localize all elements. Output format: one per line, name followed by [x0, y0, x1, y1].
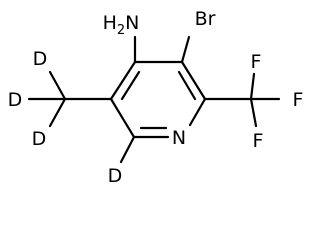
bond-c4-c5-outer [109, 60, 137, 101]
methyl-deuterium-bottom-label: D [32, 128, 47, 150]
amine-n-label: N [125, 12, 139, 34]
bond-cf3-f-top [249, 72, 256, 101]
bond-c4-c5-inner [120, 70, 141, 101]
bond-c3-br [180, 35, 191, 64]
bond-n-c2 [188, 97, 207, 127]
substituent-bonds [27, 35, 281, 164]
amine-subscript: 2 [117, 23, 125, 38]
amine-h-label: H [103, 12, 117, 34]
ring-deuterium-label: D [108, 165, 123, 187]
methyl-deuterium-left-label: D [8, 89, 23, 111]
amine-label: H2N [103, 12, 140, 38]
pyridine-ring [109, 60, 207, 139]
fluorine-right-label: F [293, 89, 304, 111]
ring-nitrogen-label: N [172, 127, 186, 149]
fluorine-top-label: F [251, 51, 262, 73]
bond-c3-c2-inner [177, 70, 197, 101]
methyl-deuterium-top-label: D [33, 48, 48, 70]
bond-cf3-f-bottom [249, 97, 258, 128]
bromine-label: Br [195, 8, 216, 30]
fluorine-bottom-label: F [253, 130, 264, 152]
bond-cd3-d-top [48, 70, 67, 101]
bond-c6-d [119, 135, 136, 164]
bond-cd3-d-bottom [48, 97, 67, 128]
molecule-structure: H2N Br N D D D D F F F [8, 8, 304, 187]
bond-c5-c6 [109, 97, 136, 139]
bond-c3-c2 [180, 60, 207, 101]
atom-labels: H2N Br N D D D D F F F [8, 8, 304, 187]
